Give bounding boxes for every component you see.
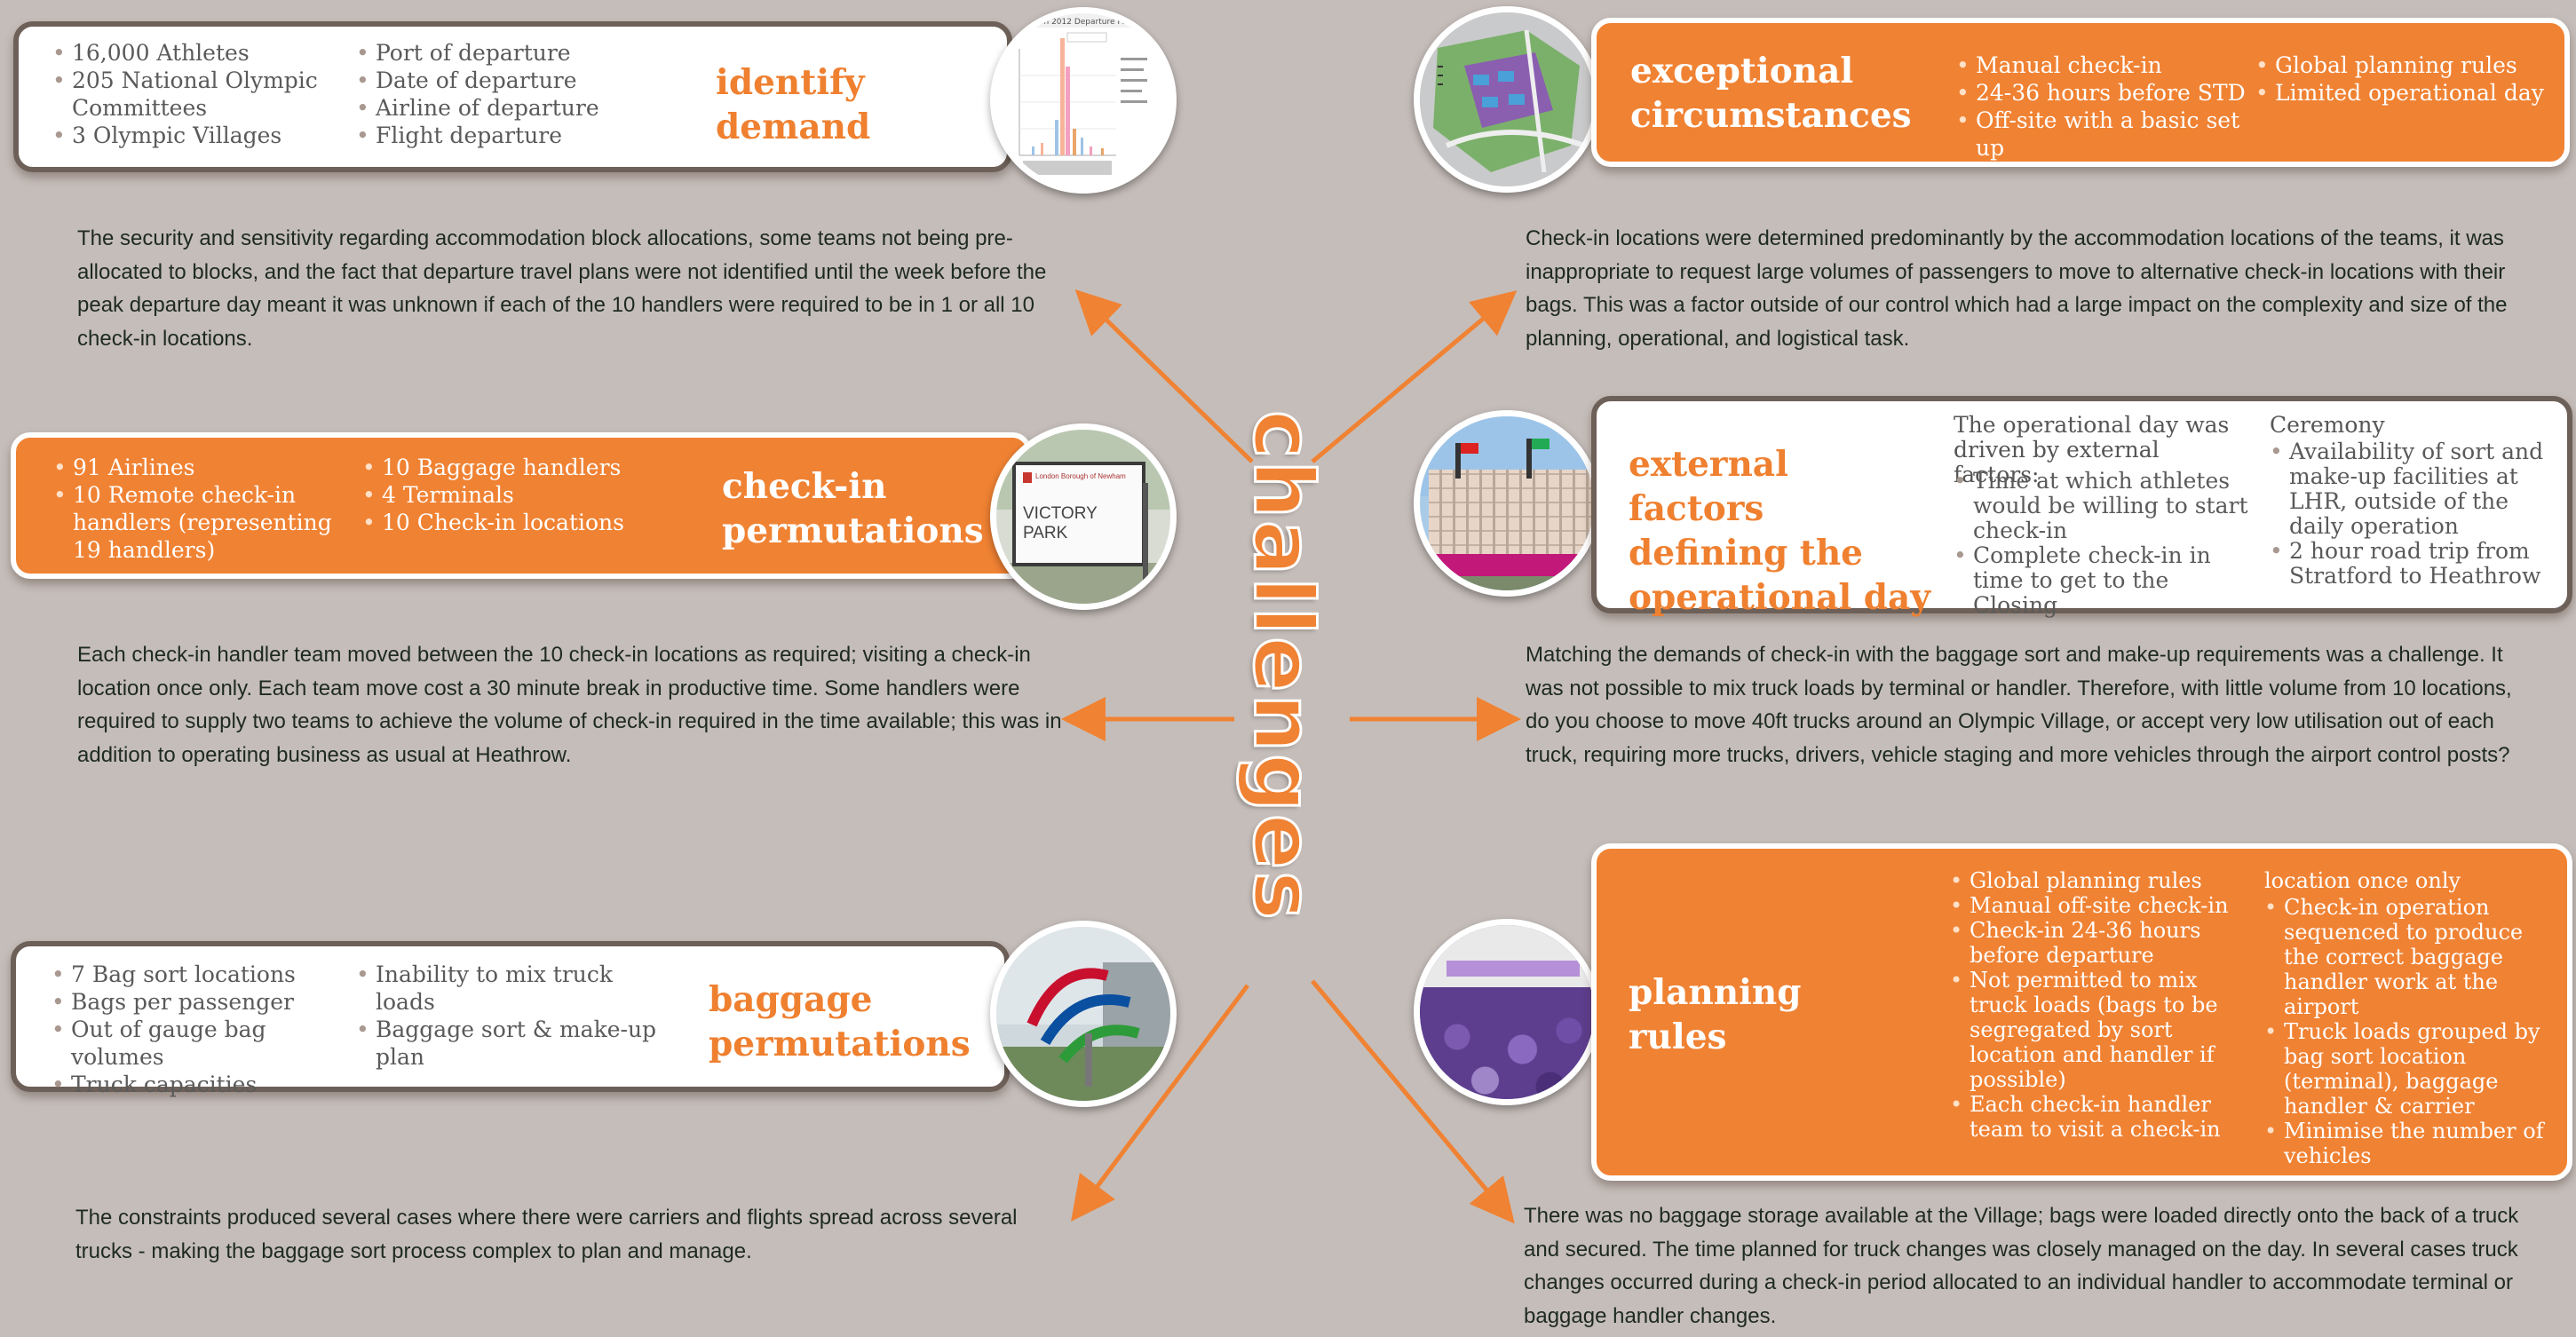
baggage-permutations-title: baggage permutations bbox=[709, 979, 971, 1064]
list-item: Manual off-site check-in bbox=[1950, 893, 2247, 918]
checkin-permutations-list-2: 10 Baggage handlers 4 Terminals 10 Check… bbox=[362, 454, 646, 536]
list-item: Baggage sort & make-up plan bbox=[356, 1016, 658, 1071]
sign-small-text: London Borough of Newham bbox=[1035, 472, 1126, 480]
list-item: 24-36 hours before STD bbox=[1956, 79, 2263, 107]
list-item: Off-site with a basic set up bbox=[1956, 107, 2263, 162]
list-item: 10 Remote check-in handlers (representin… bbox=[53, 481, 360, 564]
list-item: Inability to mix truck loads bbox=[356, 961, 658, 1016]
list-item: Availability of sort and make-up facilit… bbox=[2270, 439, 2554, 539]
list-item: Truck capacities bbox=[52, 1071, 358, 1098]
planning-rules-title: planning rules bbox=[1629, 972, 1802, 1057]
checkin-permutations-card: 91 Airlines 10 Remote check-in handlers … bbox=[11, 432, 1032, 579]
list-item: Global planning rules bbox=[2255, 51, 2544, 79]
list-item: 4 Terminals bbox=[362, 481, 646, 509]
list-item: Manual check-in bbox=[1956, 51, 2263, 79]
external-factors-list-1: Time at which athletes would be willing … bbox=[1954, 469, 2260, 618]
volunteers-crowd-photo bbox=[1414, 919, 1600, 1105]
paralympic-agitos-photo bbox=[990, 921, 1177, 1107]
checkin-permutations-title: check-in permutations bbox=[722, 466, 984, 551]
list-item: Time at which athletes would be willing … bbox=[1954, 469, 2260, 543]
list-item: Airline of departure bbox=[356, 94, 622, 122]
arrow-identify-demand bbox=[1074, 289, 1254, 463]
list-item: Out of gauge bag volumes bbox=[52, 1016, 358, 1071]
identify-demand-title: identify demand bbox=[716, 62, 871, 147]
exceptional-circumstances-card: exceptional circumstances Manual check-i… bbox=[1591, 18, 2570, 167]
list-item: Limited operational day bbox=[2255, 79, 2544, 107]
baggage-permutations-paragraph: The constraints produced several cases w… bbox=[75, 1206, 1018, 1263]
baggage-permutations-list-2: Inability to mix truck loads Baggage sor… bbox=[356, 961, 658, 1071]
departure-chart-thumbnail: on 2012 Departure Pro bbox=[990, 7, 1177, 194]
list-item: Port of departure bbox=[356, 39, 622, 67]
exceptional-circumstances-paragraph: Check-in locations were determined predo… bbox=[1526, 226, 2508, 351]
planning-rules-col2-intro: location once only bbox=[2264, 868, 2461, 893]
checkin-permutations-list-1: 91 Airlines 10 Remote check-in handlers … bbox=[53, 454, 360, 564]
exceptional-circumstances-list-2: Global planning rules Limited operationa… bbox=[2255, 51, 2544, 107]
olympic-village-map bbox=[1414, 6, 1600, 193]
list-item: 10 Baggage handlers bbox=[362, 454, 646, 481]
list-item: 10 Check-in locations bbox=[362, 509, 646, 536]
sign-text: VICTORY PARK bbox=[1023, 504, 1098, 542]
planning-rules-paragraph: There was no baggage storage available a… bbox=[1524, 1204, 2519, 1328]
external-factors-col2-intro: Ceremony bbox=[2270, 412, 2385, 438]
list-item: Date of departure bbox=[356, 67, 622, 94]
list-item: Flight departure bbox=[356, 122, 622, 149]
external-factors-paragraph: Matching the demands of check-in with th… bbox=[1526, 643, 2512, 767]
identify-demand-paragraph: The security and sensitivity regarding a… bbox=[77, 226, 1047, 351]
list-item: Check-in operation sequenced to produce … bbox=[2264, 895, 2557, 1019]
exceptional-circumstances-title: exceptional circumstances bbox=[1630, 51, 1912, 136]
list-item: Global planning rules bbox=[1950, 868, 2247, 893]
external-factors-card: external factors defining the operationa… bbox=[1591, 396, 2572, 618]
external-factors-list-2: Availability of sort and make-up facilit… bbox=[2270, 439, 2554, 589]
list-item: Each check-in handler team to visit a ch… bbox=[1950, 1092, 2247, 1142]
list-item: 91 Airlines bbox=[53, 454, 360, 481]
checkin-permutations-paragraph: Each check-in handler team moved between… bbox=[77, 643, 1062, 767]
list-item: Truck loads grouped by bag sort location… bbox=[2264, 1019, 2557, 1119]
list-item: 7 Bag sort locations bbox=[52, 961, 358, 988]
planning-rules-card: planning rules Global planning rules Man… bbox=[1591, 843, 2572, 1181]
planning-rules-list-1: Global planning rules Manual off-site ch… bbox=[1950, 868, 2247, 1142]
planning-rules-list-2: Check-in operation sequenced to produce … bbox=[2264, 895, 2557, 1168]
list-item: Complete check-in in time to get to the … bbox=[1954, 543, 2260, 618]
baggage-permutations-card: 7 Bag sort locations Bags per passenger … bbox=[11, 941, 1010, 1098]
external-factors-title: external factors defining the operationa… bbox=[1629, 444, 1930, 618]
chart-title-fragment: on 2012 Departure Pro bbox=[1039, 18, 1130, 27]
arrow-exceptional-circumstances bbox=[1311, 290, 1518, 463]
list-item: 3 Olympic Villages bbox=[52, 122, 345, 149]
victory-park-sign-photo: London Borough of Newham VICTORY PARK bbox=[990, 423, 1177, 610]
list-item: Minimise the number of vehicles bbox=[2264, 1119, 2557, 1168]
list-item: 205 National Olympic Committees bbox=[52, 67, 345, 122]
exceptional-circumstances-list-1: Manual check-in 24-36 hours before STD O… bbox=[1956, 51, 2263, 162]
list-item: Check-in 24-36 hours before departure bbox=[1950, 918, 2247, 968]
challenges-center-label: challenges bbox=[1234, 408, 1332, 922]
athletes-village-building-photo bbox=[1414, 410, 1600, 597]
identify-demand-card: 16,000 Athletes 205 National Olympic Com… bbox=[13, 21, 1012, 172]
identify-demand-list-1: 16,000 Athletes 205 National Olympic Com… bbox=[52, 39, 345, 149]
list-item: Not permitted to mix truck loads (bags t… bbox=[1950, 968, 2247, 1092]
list-item: 2 hour road trip from Stratford to Heath… bbox=[2270, 539, 2554, 589]
list-item: 16,000 Athletes bbox=[52, 39, 345, 67]
arrow-planning-rules bbox=[1311, 979, 1515, 1224]
identify-demand-list-2: Port of departure Date of departure Airl… bbox=[356, 39, 622, 149]
list-item: Bags per passenger bbox=[52, 988, 358, 1016]
baggage-permutations-list-1: 7 Bag sort locations Bags per passenger … bbox=[52, 961, 358, 1098]
